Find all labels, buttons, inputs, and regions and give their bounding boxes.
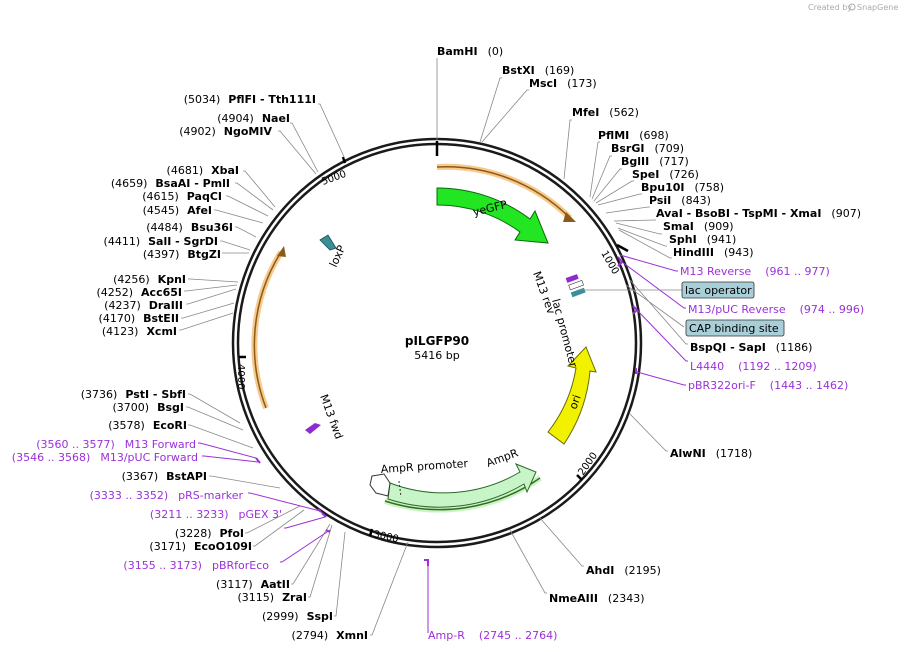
enzyme-label: AhdI(2195) [586,564,661,577]
primer-label: (3560 .. 3577)M13 Forward [36,438,196,451]
enzyme-label: (3117)AatII [216,578,290,591]
feature-yegfp[interactable]: yeGFP [436,187,549,244]
primer-labels: M13 Reverse(961 .. 977) M13/pUC Reverse(… [12,265,864,642]
enzyme-label: BglII(717) [621,155,689,168]
enzyme-label: PflMI(698) [598,129,669,142]
enzyme-label: BsrGI(709) [611,142,684,155]
primer-leaders [198,254,688,633]
enzyme-label: (3367)BstAPI [122,470,207,483]
enzyme-label: (4411)SalI - SgrDI [104,235,218,248]
primer-marks [255,256,639,566]
primer-label: L4440(1192 .. 1209) [690,360,817,373]
plasmid-name: pILGFP90 [405,334,469,348]
primer-label: M13/pUC Reverse(974 .. 996) [688,303,864,316]
enzyme-label: (4902)NgoMIV [179,125,272,138]
primer-label: M13 Reverse(961 .. 977) [680,265,830,278]
enzyme-label: PsiI(843) [649,194,711,207]
credit-label: Created by [808,3,852,12]
primer-label: pBR322ori-F(1443 .. 1462) [688,379,848,392]
lac-operator-box[interactable]: lac operator [681,281,755,299]
feature-ampr[interactable]: AmpR [387,446,537,508]
enzyme-label: (4545)AfeI [143,204,212,217]
enzyme-label: (4397)BtgZI [143,248,221,261]
enzyme-label: BstXI(169) [502,64,574,77]
feature-ampr-label: AmpR [485,446,521,470]
enzyme-label: BamHI(0) [437,45,503,58]
enzyme-label: (4615)PaqCI [142,190,222,203]
enzyme-label: (2794)XmnI [292,629,368,642]
primer-label: (3546 .. 3568)M13/pUC Forward [12,451,198,464]
enzyme-label: (3171)EcoO109I [149,540,252,553]
enzyme-label: MfeI(562) [572,106,639,119]
tick-3000: 3000 [372,529,399,545]
primer-label: Amp-R(2745 .. 2764) [428,629,557,642]
enzyme-leaders-left [179,103,409,636]
primer-label: (3211 .. 3233)pGEX 3' [150,508,282,521]
lac-operator-label: lac operator [685,284,752,297]
feature-loxp[interactable]: loxP [319,234,348,269]
cap-site-box[interactable]: CAP binding site [685,319,785,337]
enzyme-labels-right: BamHI(0) BstXI(169) MscI(173) MfeI(562) … [437,45,861,605]
tick-2000: 2000 [576,451,600,478]
feature-ori[interactable]: ori [547,346,597,445]
tick-1000: 1000 [598,249,620,277]
enzyme-label: (4681)XbaI [167,164,239,177]
snapgene-logo-icon [848,3,856,11]
cap-site-label: CAP binding site [689,322,779,335]
plasmid-length: 5416 bp [414,349,459,362]
enzyme-label: (4123)XcmI [102,325,177,338]
feature-ampr-promoter[interactable]: AmpR promoter [369,457,469,498]
enzyme-label: (4256)KpnI [113,273,186,286]
enzyme-label: (3228)PfoI [175,527,244,540]
enzyme-label: BspQI - SapI(1186) [690,341,812,354]
enzyme-label: MscI(173) [529,77,597,90]
enzyme-label: AlwNI(1718) [670,447,752,460]
orf-arcs [251,163,576,513]
tick-4000: 4000 [235,364,246,389]
tick-marks [239,141,629,537]
enzyme-label: Bpu10I(758) [641,181,724,194]
enzyme-label: (4484)Bsu36I [146,221,233,234]
enzyme-label: (3700)BsgI [113,401,184,414]
enzyme-label: SpeI(726) [632,168,699,181]
feature-ori-label: ori [567,393,584,411]
primer-label: (3333 .. 3352)pRS-marker [90,489,244,502]
enzyme-label: (4237)DraIII [104,299,183,312]
box-leaders [580,284,685,328]
enzyme-label: (2999)SspI [262,610,333,623]
enzyme-leaders-right [436,58,688,594]
feature-ampr-promoter-label: AmpR promoter [380,457,469,476]
enzyme-label: (3736)PstI - SbfI [81,388,186,401]
enzyme-label: AvaI - BsoBI - TspMI - XmaI(907) [656,207,861,220]
enzyme-label: HindIII(943) [673,246,754,259]
feature-lac-region[interactable]: M13 rev lac promoter [530,270,586,370]
feature-lac-promoter-label: lac promoter [549,297,580,369]
enzyme-label: (4252)Acc65I [96,286,182,299]
enzyme-label: (3115)ZraI [238,591,308,604]
enzyme-label: SmaI(909) [663,220,734,233]
enzyme-label: (5034)PflFI - Tth111I [184,93,316,106]
primer-label: (3155 .. 3173)pBRforEco [123,559,269,572]
enzyme-label: NmeAIII(2343) [549,592,645,605]
enzyme-label: (4904)NaeI [217,112,290,125]
enzyme-label: SphI(941) [669,233,736,246]
enzyme-labels-left: (5034)PflFI - Tth111I (4904)NaeI (4902)N… [81,93,368,642]
enzyme-label: (3578)EcoRI [108,419,187,432]
enzyme-label: (4659)BsaAI - PmlI [111,177,230,190]
credit-brand: SnapGene [857,3,898,12]
feature-m13fwd-label: M13 fwd [317,393,345,441]
enzyme-label: (4170)BstEII [99,312,179,325]
feature-m13fwd[interactable]: M13 fwd [305,393,345,441]
